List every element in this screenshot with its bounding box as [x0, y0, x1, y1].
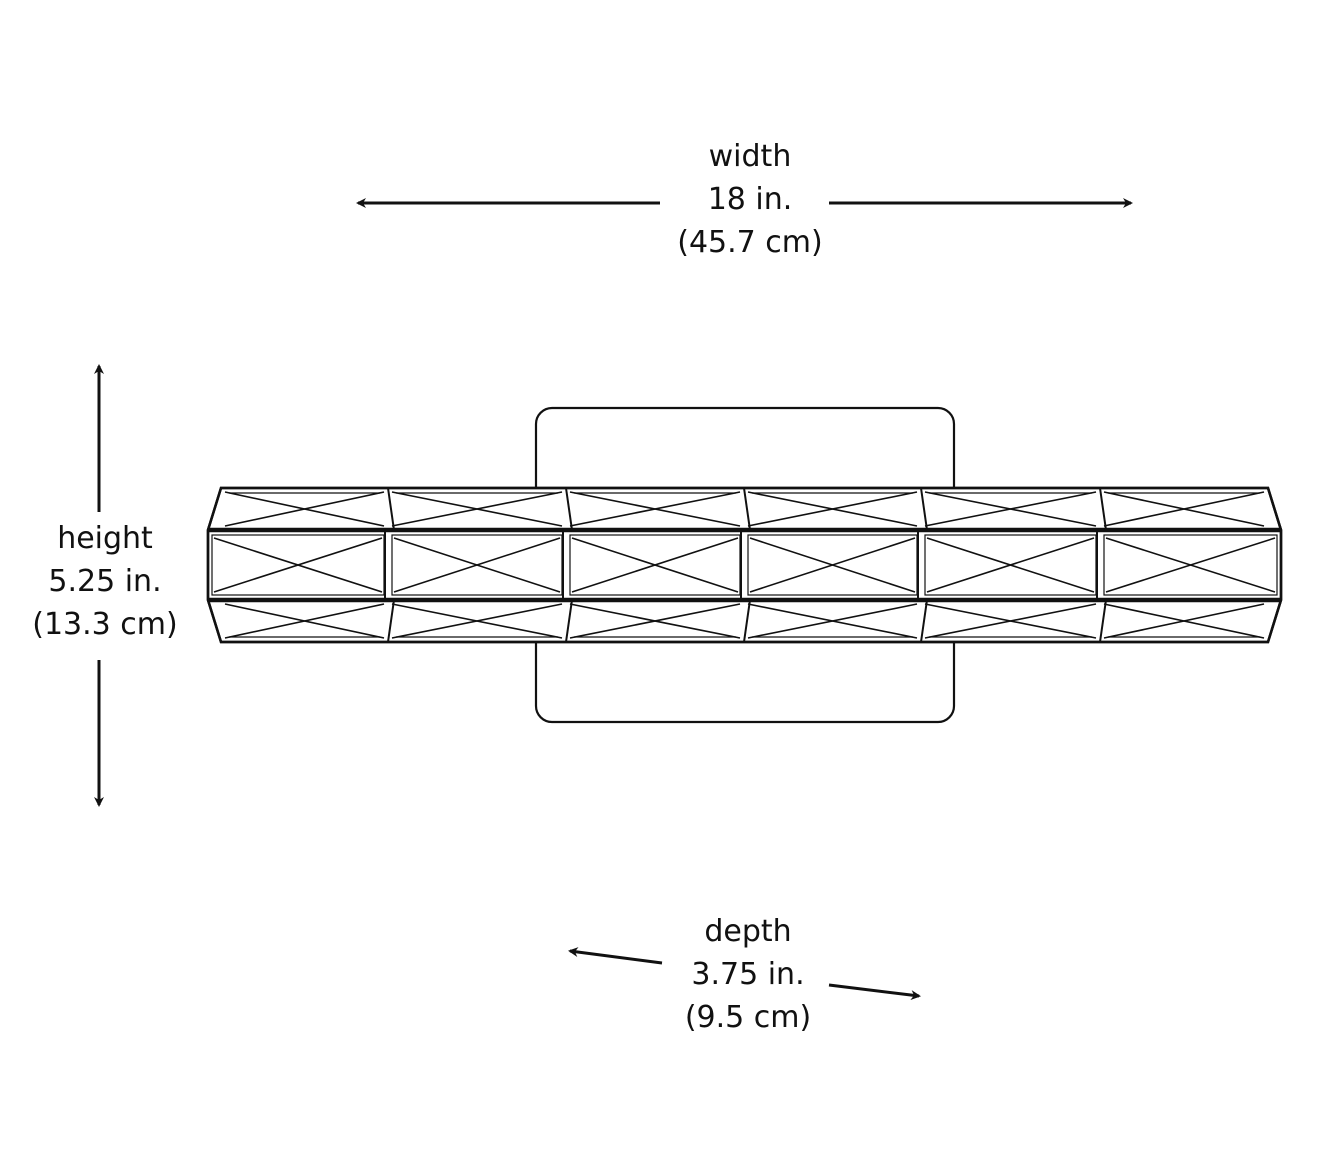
facet-line	[747, 491, 918, 527]
bar-outline-top	[206, 486, 1283, 644]
facet-line	[393, 537, 561, 593]
facet-line	[747, 603, 918, 639]
facet-divider-bottom	[743, 599, 751, 643]
facet-line	[391, 491, 563, 527]
facet-line	[224, 603, 385, 639]
facet-divider-bottom	[1099, 599, 1107, 643]
facet-line	[224, 491, 385, 527]
facet-line	[213, 537, 383, 593]
facet-line	[391, 603, 563, 639]
facet-line	[571, 537, 739, 593]
facet-divider-top	[920, 487, 928, 531]
facet-rect	[1103, 534, 1278, 596]
depth-imperial: 3.75 in.	[691, 957, 805, 992]
depth-arrow-right	[828, 983, 921, 1000]
depth-arrow-left	[568, 947, 663, 965]
width-name: width	[708, 139, 792, 174]
width-imperial: 18 in.	[707, 182, 793, 217]
facet-line	[569, 603, 741, 639]
bar-outline	[206, 486, 1283, 644]
height-metric: (13.3 cm)	[32, 607, 178, 642]
facet-line	[749, 537, 916, 593]
facet-line	[924, 491, 1097, 527]
facet-divider-bottom	[565, 599, 573, 643]
width-label: width 18 in. (45.7 cm)	[650, 135, 850, 264]
height-imperial: 5.25 in.	[48, 564, 162, 599]
height-name: height	[57, 521, 153, 556]
facet-divider-bottom	[387, 599, 395, 643]
crystal-bar	[206, 486, 1283, 644]
facet-divider-bottom	[920, 599, 928, 643]
facet-divider-top	[1099, 487, 1107, 531]
facet-line	[924, 603, 1097, 639]
depth-label: depth 3.75 in. (9.5 cm)	[648, 910, 848, 1039]
facet-divider-top	[565, 487, 573, 531]
facet-line	[1103, 603, 1265, 639]
facet-line	[569, 491, 741, 527]
facet-line	[1105, 537, 1276, 593]
facet-line	[926, 537, 1095, 593]
height-label: height 5.25 in. (13.3 cm)	[0, 517, 210, 646]
facet-divider-top	[387, 487, 395, 531]
depth-metric: (9.5 cm)	[684, 1000, 812, 1035]
facet-line	[1103, 491, 1265, 527]
depth-name: depth	[704, 914, 792, 949]
facet-divider-top	[743, 487, 751, 531]
width-metric: (45.7 cm)	[677, 225, 823, 260]
